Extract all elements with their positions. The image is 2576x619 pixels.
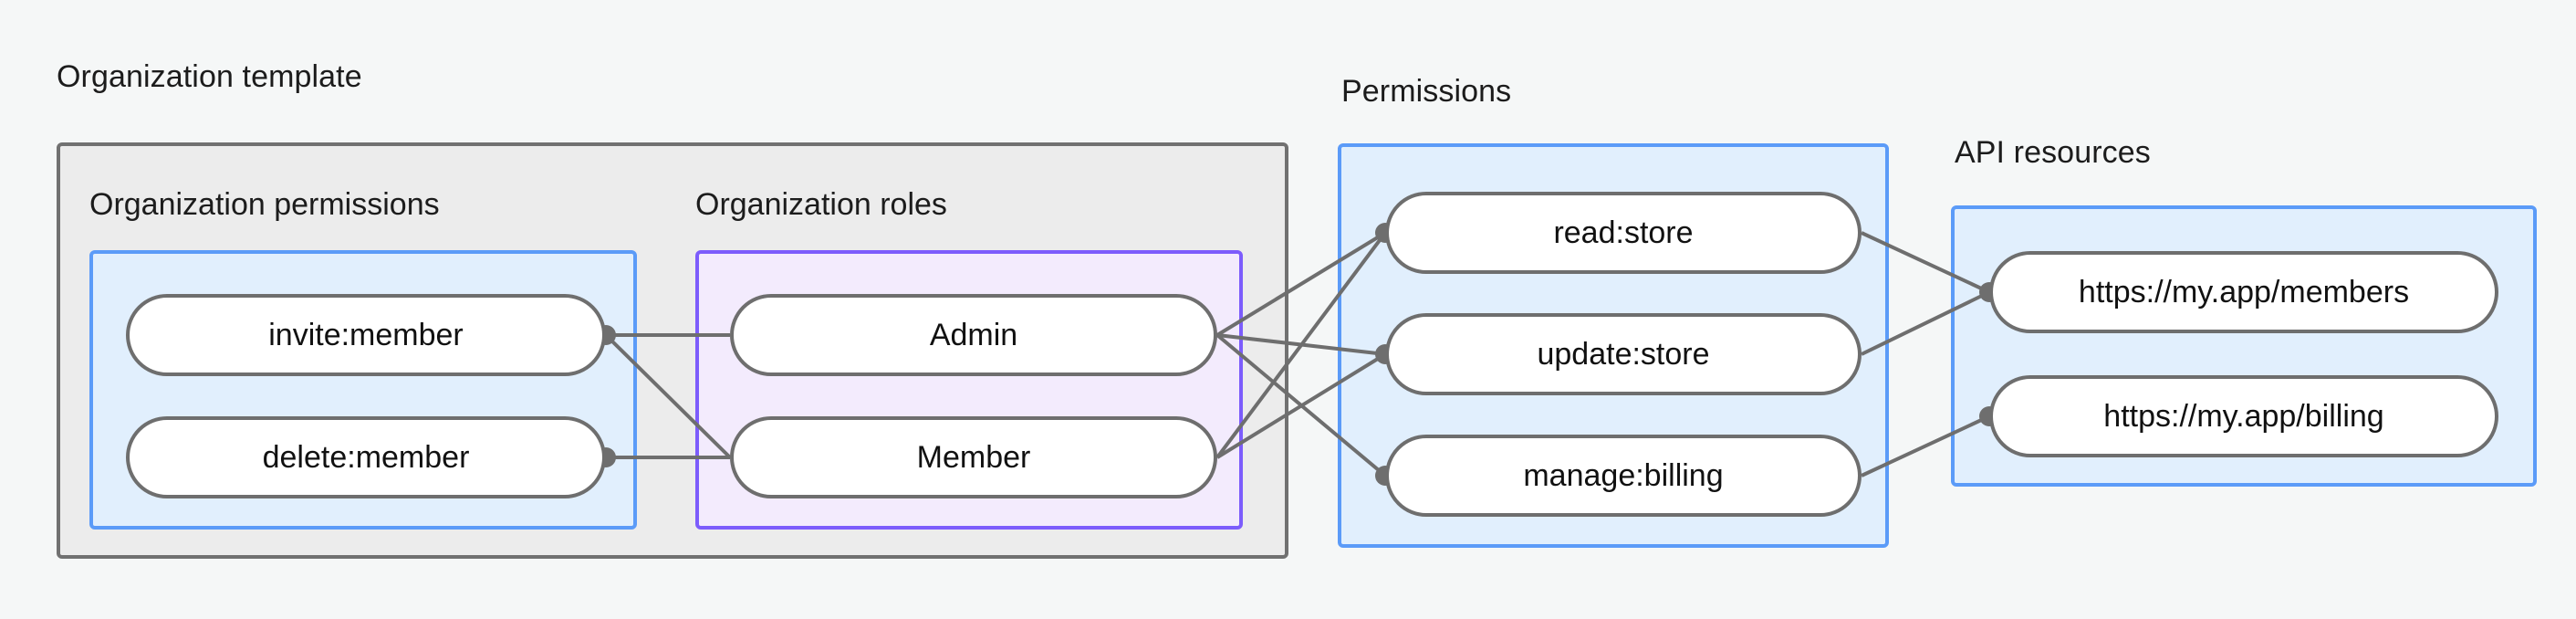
node-label: Admin [929, 318, 1018, 352]
organization-roles-label: Organization roles [695, 187, 947, 222]
node-update-store[interactable]: update:store [1385, 313, 1862, 395]
node-label: delete:member [262, 440, 470, 475]
node-label: invite:member [268, 318, 464, 352]
node-manage-billing[interactable]: manage:billing [1385, 435, 1862, 517]
node-read-store[interactable]: read:store [1385, 192, 1862, 274]
node-api-resource-billing[interactable]: https://my.app/billing [1989, 375, 2498, 457]
node-label: read:store [1553, 215, 1694, 250]
node-api-resource-members[interactable]: https://my.app/members [1989, 251, 2498, 333]
node-member[interactable]: Member [730, 416, 1217, 498]
node-label: manage:billing [1523, 458, 1724, 493]
node-delete-member[interactable]: delete:member [126, 416, 606, 498]
organization-permissions-label: Organization permissions [89, 187, 440, 222]
node-label: https://my.app/billing [2103, 399, 2384, 434]
node-label: https://my.app/members [2078, 275, 2410, 310]
api-resources-label: API resources [1955, 135, 2151, 170]
permissions-label: Permissions [1341, 74, 1512, 109]
node-admin[interactable]: Admin [730, 294, 1217, 376]
node-invite-member[interactable]: invite:member [126, 294, 606, 376]
node-label: Member [916, 440, 1031, 475]
node-label: update:store [1537, 337, 1710, 372]
organization-template-label: Organization template [57, 59, 362, 94]
